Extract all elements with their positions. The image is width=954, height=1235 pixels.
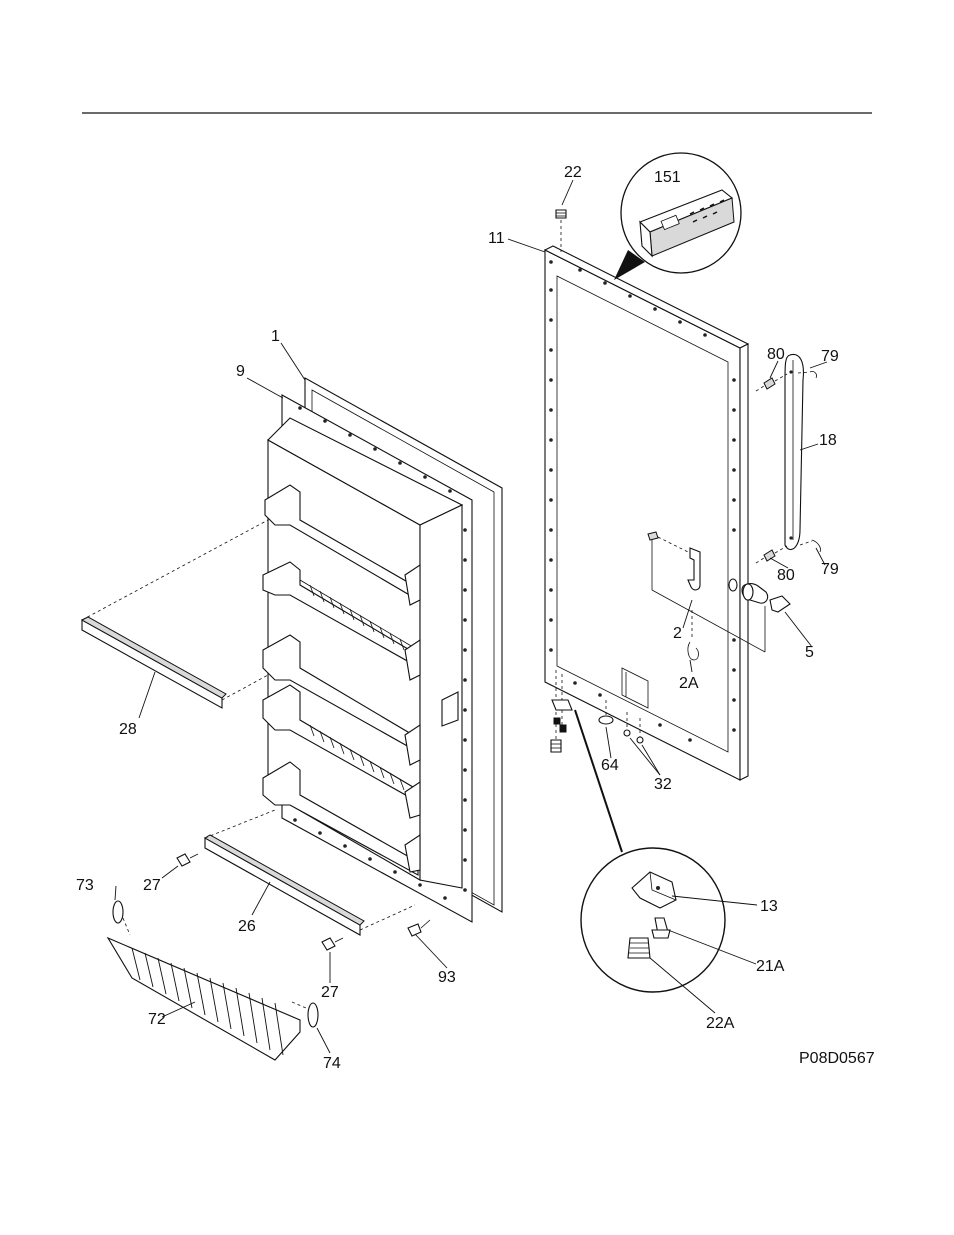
part-labels: 22 151 11 1 9 80 79 18 80 79 2 5 2A 28 6… — [76, 164, 875, 1072]
control-panel-callout — [614, 152, 742, 280]
drawing-code: P08D0567 — [799, 1050, 875, 1067]
label-93: 93 — [438, 969, 456, 986]
hinge-detail-callout — [574, 709, 726, 993]
label-27-left: 27 — [143, 877, 161, 894]
label-64: 64 — [601, 757, 619, 774]
label-80-top: 80 — [767, 346, 785, 363]
top-screw — [555, 209, 567, 252]
label-21A: 21A — [756, 958, 785, 975]
shelf-rail-26 — [204, 809, 416, 936]
label-2: 2 — [673, 625, 682, 642]
door-liner-assembly — [262, 377, 503, 923]
label-22A: 22A — [706, 1015, 735, 1032]
label-28: 28 — [119, 721, 137, 738]
outer-door-panel — [543, 245, 750, 781]
label-5: 5 — [805, 644, 814, 661]
shelf-rail-28 — [80, 519, 269, 709]
label-74: 74 — [323, 1055, 341, 1072]
label-32: 32 — [654, 776, 672, 793]
label-26: 26 — [238, 918, 256, 935]
bottom-hardware — [550, 670, 644, 753]
label-1: 1 — [271, 328, 280, 345]
basket-assembly — [106, 900, 319, 1061]
label-13: 13 — [760, 898, 778, 915]
label-11: 11 — [488, 230, 505, 247]
label-79-bottom: 79 — [821, 561, 839, 578]
label-9: 9 — [236, 363, 245, 380]
label-151: 151 — [654, 169, 681, 186]
label-79-top: 79 — [821, 348, 839, 365]
label-2A: 2A — [679, 675, 699, 692]
label-22: 22 — [564, 164, 582, 181]
rivets — [176, 853, 431, 951]
label-27-bottom: 27 — [321, 984, 339, 1001]
leader-lines — [114, 179, 828, 1054]
liner-screw-holes — [293, 406, 467, 900]
label-80-bottom: 80 — [777, 567, 795, 584]
liner-shelves — [262, 484, 459, 876]
latch-assembly — [647, 531, 791, 661]
door-handle — [755, 353, 821, 564]
label-18: 18 — [819, 432, 837, 449]
label-72: 72 — [148, 1011, 166, 1028]
label-73: 73 — [76, 877, 94, 894]
panel-screw-holes — [549, 260, 736, 742]
